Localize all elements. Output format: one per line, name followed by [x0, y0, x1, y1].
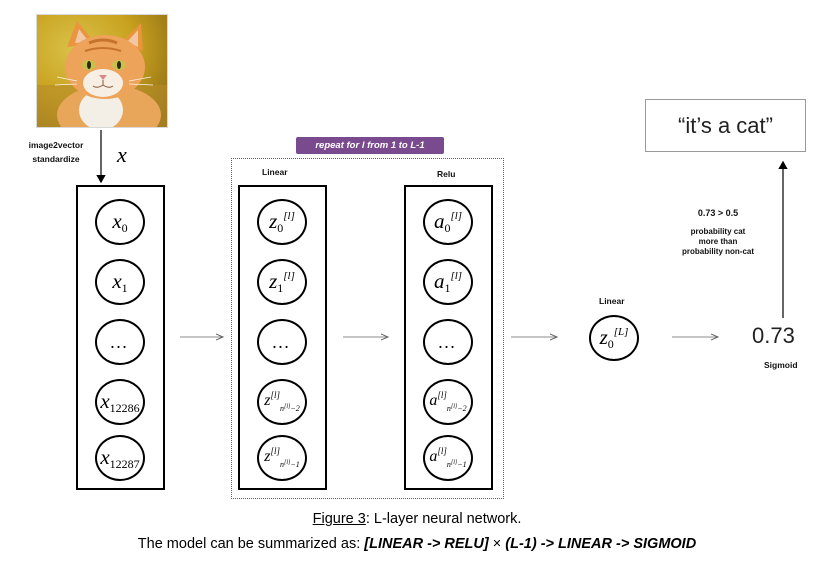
- linear-layer-title: Linear: [262, 167, 288, 177]
- linear-node: z1[l]: [257, 259, 307, 305]
- input-node: x0: [95, 199, 145, 245]
- cat-image: [37, 15, 167, 127]
- prediction-box: “it’s a cat”: [645, 99, 806, 152]
- sigmoid-label: Sigmoid: [764, 360, 798, 370]
- threshold-explanation: probability cat more than probability no…: [663, 227, 773, 257]
- explanation-line-3: probability non-cat: [682, 247, 754, 256]
- summary-formula-a: [LINEAR -> RELU]: [364, 536, 489, 552]
- threshold-comparison: 0.73 > 0.5: [697, 208, 739, 218]
- model-summary: The model can be summarized as: [LINEAR …: [0, 536, 834, 552]
- figure-reference: Figure 3: [312, 511, 366, 527]
- linear-node: z[l]n[l]−1: [257, 435, 307, 481]
- repeat-badge: repeat for l from 1 to L-1: [296, 137, 444, 154]
- final-linear-node: z0[L]: [589, 315, 639, 361]
- prediction-text: “it’s a cat”: [678, 112, 773, 138]
- figure-title: : L-layer neural network.: [365, 511, 522, 527]
- explanation-line-2: more than: [698, 237, 738, 246]
- summary-formula-b: (L-1) -> LINEAR -> SIGMOID: [505, 536, 697, 552]
- relu-node: a[l]n[l]−2: [423, 379, 473, 425]
- relu-layer-column: a0[l] a1[l] … a[l]n[l]−2 a[l]n[l]−1: [404, 185, 493, 490]
- relu-node: a[l]n[l]−1: [423, 435, 473, 481]
- explanation-line-1: probability cat: [690, 227, 746, 236]
- input-node: x1: [95, 259, 145, 305]
- linear-layer-column: z0[l] z1[l] … z[l]n[l]−2 z[l]n[l]−1: [238, 185, 327, 490]
- relu-node: a0[l]: [423, 199, 473, 245]
- relu-node-ellipsis: …: [423, 319, 473, 365]
- input-node-ellipsis: …: [95, 319, 145, 365]
- figure-caption: Figure 3: L-layer neural network.: [0, 511, 834, 527]
- linear-node: z0[l]: [257, 199, 307, 245]
- final-layer-title: Linear: [599, 296, 625, 306]
- preprocess-line-2: standardize: [32, 154, 80, 164]
- cat-photo: [36, 14, 168, 128]
- input-node: x12286: [95, 379, 145, 425]
- input-layer-column: x0 x1 … x12286 x12287: [76, 185, 165, 490]
- relu-node: a1[l]: [423, 259, 473, 305]
- summary-prefix: The model can be summarized as:: [137, 536, 365, 552]
- linear-node: z[l]n[l]−2: [257, 379, 307, 425]
- relu-layer-title: Relu: [437, 169, 456, 179]
- summary-times: ×: [488, 536, 506, 552]
- repeat-region: [231, 158, 504, 499]
- input-vector-label: x: [117, 142, 127, 167]
- input-node: x12287: [95, 435, 145, 481]
- preprocess-line-1: image2vector: [28, 140, 84, 150]
- linear-node-ellipsis: …: [257, 319, 307, 365]
- preprocess-label: image2vector standardize: [12, 138, 100, 166]
- output-probability: 0.73: [752, 323, 795, 348]
